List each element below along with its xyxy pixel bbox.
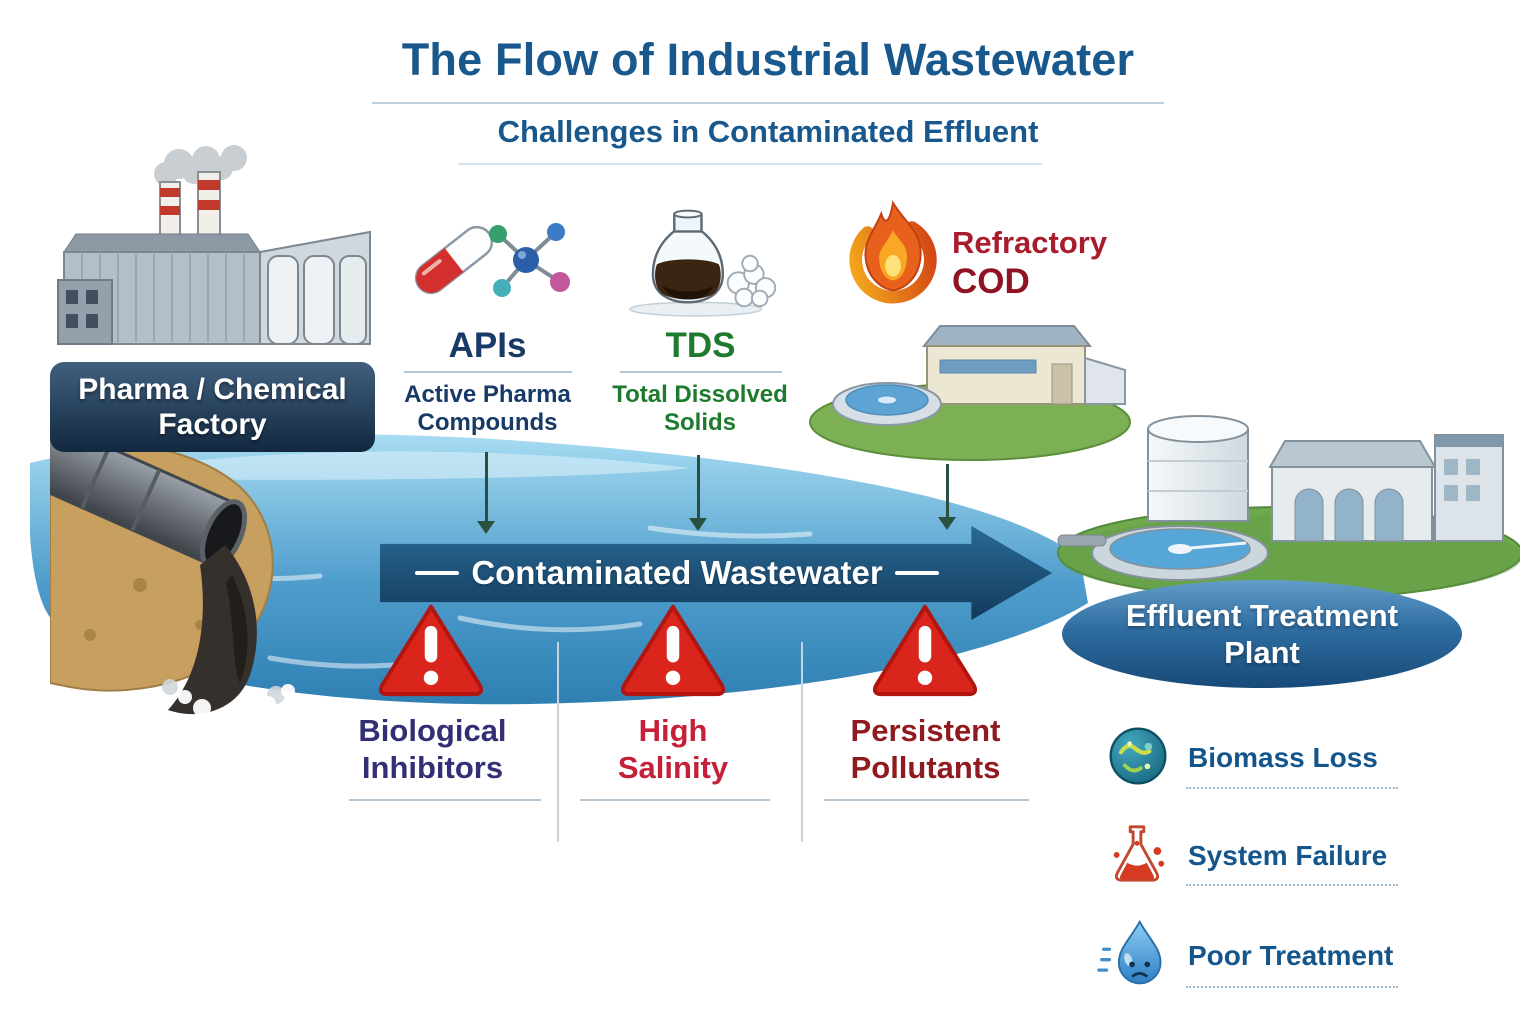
tds-description: Total Dissolved Solids — [600, 381, 800, 437]
warning-triangle-icon — [378, 604, 484, 697]
page-title: The Flow of Industrial Wastewater — [401, 34, 1135, 85]
tds-divider — [620, 371, 782, 373]
impact-3-divider — [1186, 986, 1398, 988]
sad-droplet-icon — [1097, 919, 1162, 985]
apis-down-arrow — [485, 452, 488, 522]
warning-triangle-icon — [872, 604, 978, 697]
flask-dissolved-solids-icon — [628, 209, 777, 317]
tds-down-arrowhead — [689, 518, 707, 531]
tds-description-line2: Solids — [663, 409, 736, 436]
challenge-persistent-pollutants: Persistent Pollutants — [818, 712, 1033, 786]
arrow-dash-left — [415, 571, 460, 575]
subtitle-divider — [458, 163, 1042, 165]
apis-description-line1: Active Pharma — [404, 381, 571, 408]
biomass-loss-icon — [1109, 727, 1167, 785]
challenge-2-line1: High — [638, 713, 708, 748]
warning-triangle-icon — [620, 604, 726, 697]
challenge-1-line1: Biological — [358, 713, 507, 748]
impact-poor-treatment-label: Poor Treatment — [1188, 940, 1394, 971]
column-divider-1 — [557, 642, 559, 842]
source-plant-name-line1: Pharma / Chemical — [78, 373, 347, 406]
apis-label: APIs — [448, 326, 527, 365]
impact-1-divider — [1186, 787, 1398, 789]
challenge-1-line2: Inhibitors — [361, 750, 504, 785]
cod-down-arrow — [946, 464, 949, 518]
challenge-high-salinity: High Salinity — [573, 712, 773, 786]
destination-plant-label: Effluent Treatment Plant — [1062, 580, 1462, 688]
challenge-3-line1: Persistent — [850, 713, 1001, 748]
effluent-plant-illustration — [1057, 415, 1520, 600]
challenge-3-line2: Pollutants — [850, 750, 1001, 785]
title-divider — [372, 102, 1164, 104]
capsule-molecule-icon — [414, 223, 570, 297]
apis-description: Active Pharma Compounds — [380, 381, 595, 437]
apis-divider — [404, 371, 572, 373]
tds-label: TDS — [665, 326, 736, 365]
flow-arrow-label: Contaminated Wastewater — [471, 554, 883, 591]
tds-down-arrow — [697, 455, 700, 519]
challenge-2-line2: Salinity — [617, 750, 729, 785]
factory-illustration — [57, 145, 371, 345]
cod-label-line1: Refractory — [952, 225, 1108, 260]
challenge-3-divider — [824, 799, 1029, 801]
destination-plant-name-line2: Plant — [1224, 635, 1300, 670]
cod-label-line2: COD — [952, 262, 1030, 301]
source-plant-name-line2: Factory — [158, 408, 267, 441]
challenge-2-divider — [580, 799, 770, 801]
source-plant-label: Pharma / Chemical Factory — [50, 362, 375, 452]
column-divider-2 — [801, 642, 803, 842]
flame-icon — [849, 200, 937, 304]
cod-down-arrowhead — [938, 517, 956, 530]
destination-plant-name-line1: Effluent Treatment — [1125, 598, 1399, 633]
challenge-biological-inhibitors: Biological Inhibitors — [330, 712, 535, 786]
arrow-dash-right — [894, 571, 939, 575]
pretreatment-plant-illustration — [809, 325, 1131, 461]
impact-2-divider — [1186, 884, 1398, 886]
discharge-pipe-illustration — [50, 425, 295, 722]
cod-label: Refractory COD — [952, 224, 1162, 302]
challenge-1-divider — [349, 799, 541, 801]
impact-system-failure-label: System Failure — [1188, 840, 1388, 871]
system-failure-flask-icon — [1113, 825, 1165, 882]
apis-down-arrowhead — [477, 521, 495, 534]
tds-description-line1: Total Dissolved — [612, 381, 788, 408]
page-subtitle: Challenges in Contaminated Effluent — [497, 114, 1039, 149]
apis-description-line2: Compounds — [417, 409, 558, 436]
impact-biomass-loss-label: Biomass Loss — [1188, 742, 1378, 773]
